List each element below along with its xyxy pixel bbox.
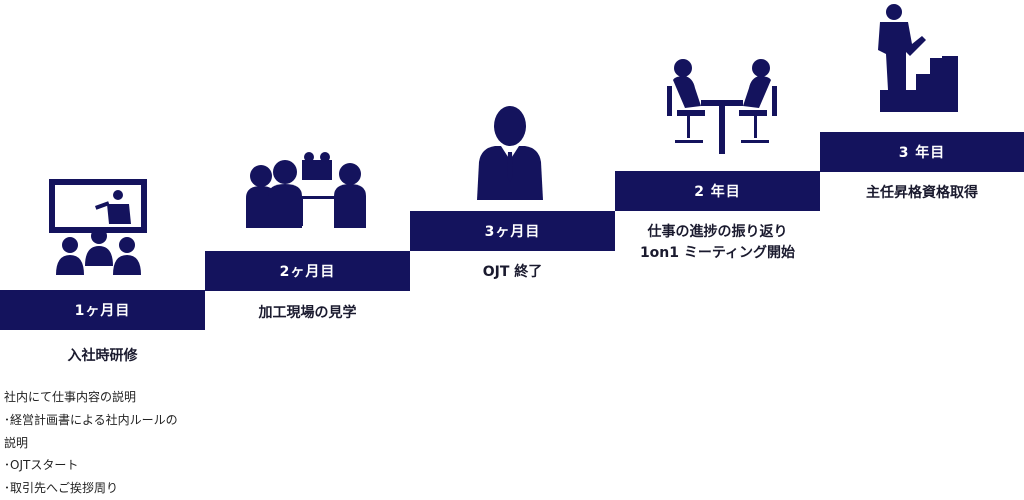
step-title-4-line-2: 1on1 ミーティング開始 [639,245,796,261]
step-1-notes: 社内にて仕事内容の説明 ･経営計画書による社内ルールの 説明 ･OJTスタート … [4,386,214,500]
note-line-4: ･OJTスタート [4,458,79,473]
factory-tour-group-icon [246,152,366,228]
note-line-1: 社内にて仕事内容の説明 [4,390,137,404]
step-title-5-line-1: 主任昇格資格取得 [866,185,978,201]
step-title-2: 加工現場の見学 [205,303,410,324]
one-on-one-meeting-icon [667,59,777,154]
step-title-1-line-1: 入社時研修 [67,348,138,364]
note-line-5: ･取引先へご挨拶周り [4,481,119,496]
note-line-3: 説明 [4,435,29,450]
step-title-5: 主任昇格資格取得 [820,183,1024,204]
step-title-1: 入社時研修 [0,346,205,367]
step-title-3-line-1: OJT 終了 [482,264,543,280]
step-title-3: OJT 終了 [410,262,615,283]
step-bar-2: 2ヶ月目 [205,251,410,291]
step-bar-1: 1ヶ月目 [0,290,205,330]
climbing-stairs-icon [878,4,958,112]
note-line-2: ･経営計画書による社内ルールの [4,412,178,427]
step-title-4-line-1: 仕事の進捗の振り返り [647,224,788,240]
step-bar-4: 2 年目 [615,171,820,211]
step-title-4: 仕事の進捗の振り返り 1on1 ミーティング開始 [615,222,820,264]
step-bar-5: 3 年目 [820,132,1024,172]
step-bar-3: 3ヶ月目 [410,211,615,251]
step-title-2-line-1: 加工現場の見学 [258,305,357,321]
businessman-icon [477,106,543,200]
training-presentation-icon [49,179,147,275]
